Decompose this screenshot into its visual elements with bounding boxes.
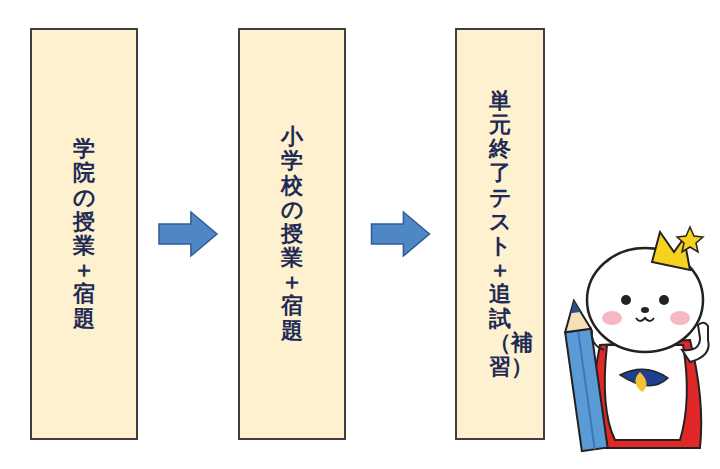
mascot-thumb <box>682 323 709 362</box>
step-label: 小学校の授業＋宿題 <box>281 125 303 343</box>
block-arrow <box>372 212 430 256</box>
mascot-nose <box>641 307 649 313</box>
mascot-body <box>605 345 687 440</box>
process-box: 小学校の授業＋宿題 <box>238 28 346 440</box>
mascot-cheek <box>602 311 622 325</box>
step-label: 単元終了テスト＋追試（補習） <box>489 89 511 379</box>
mascot-eye <box>621 295 631 305</box>
mascot-eye <box>659 295 669 305</box>
mascot-emblem-mark <box>635 372 646 392</box>
step-label: 学院の授業＋宿題 <box>73 137 95 331</box>
mascot-cape <box>592 340 701 448</box>
process-box: 学院の授業＋宿題 <box>30 28 138 440</box>
mascot-cheek <box>670 311 690 325</box>
mascot-arm <box>592 330 604 350</box>
block-arrow <box>159 212 217 256</box>
mascot-mouth <box>636 318 654 321</box>
process-box: 単元終了テスト＋追試（補習） <box>455 28 545 440</box>
crown-star <box>677 227 703 252</box>
